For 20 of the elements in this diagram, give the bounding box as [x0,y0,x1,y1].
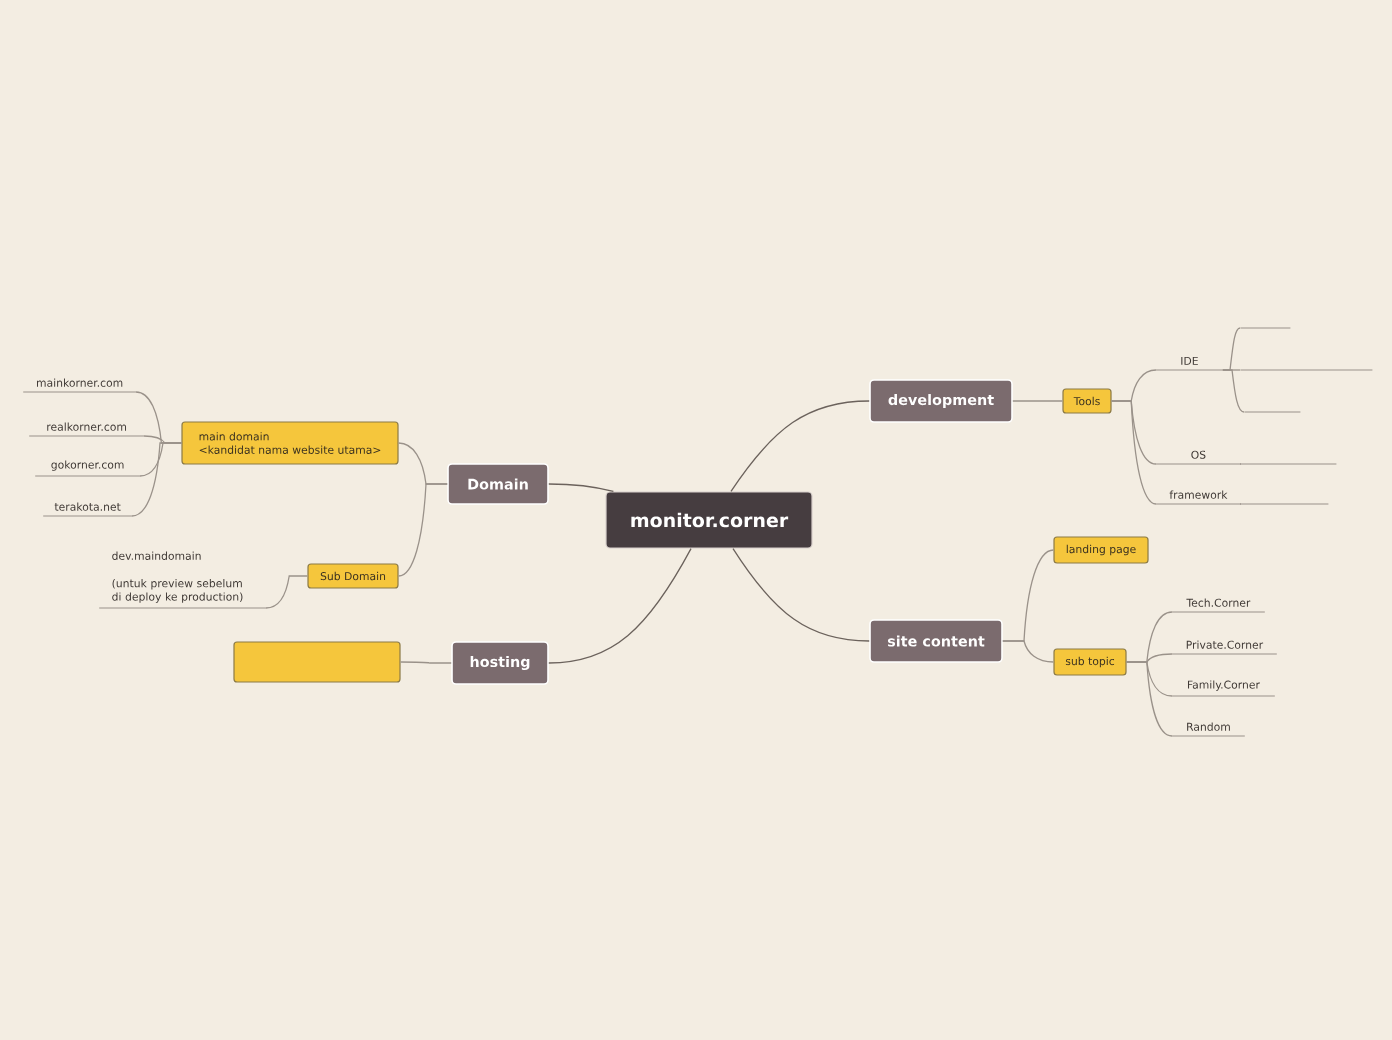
branch-line [548,547,692,664]
underline [1240,327,1291,329]
branch-line [1002,640,1055,663]
branch-line [548,483,615,493]
underline [1240,463,1337,465]
central-topic-box: monitor.corner [605,491,813,549]
branch-line [730,400,870,493]
branch-line [1012,400,1064,402]
underline [1240,503,1329,505]
branch-line [397,483,448,577]
branch-line [1125,661,1173,737]
branch-line [399,661,452,664]
branch-line [1222,369,1245,413]
branch-line [732,547,870,642]
branch-line [1110,400,1157,505]
underline [1244,411,1301,413]
underline [1240,369,1373,371]
empty-box [233,641,401,683]
branch-line [265,575,309,609]
branch-line [131,442,183,517]
